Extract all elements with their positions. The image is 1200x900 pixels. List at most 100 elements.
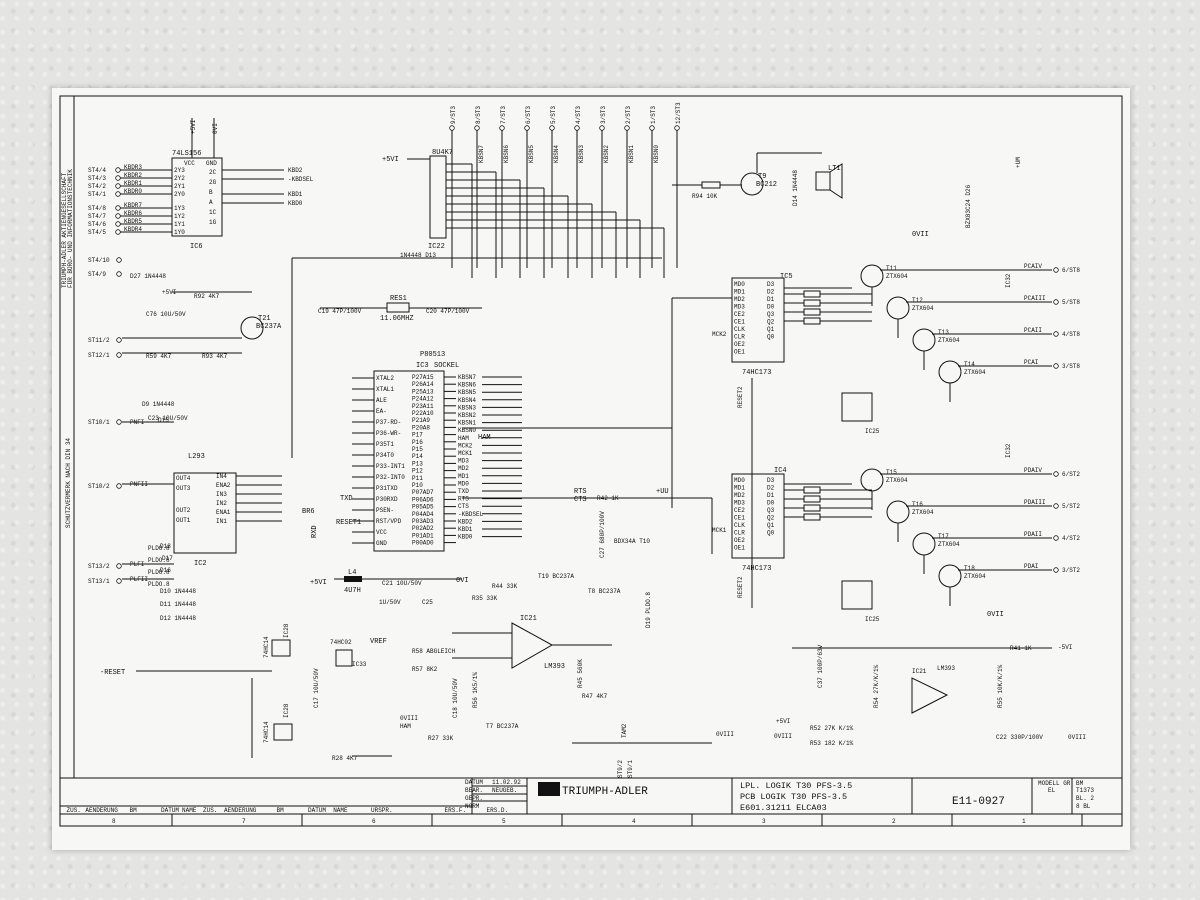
ic32-bot: IC32 bbox=[1005, 443, 1012, 458]
t21-c76: C76 10U/50V bbox=[146, 311, 186, 318]
transistor-connector-label: 4/ST8 bbox=[1062, 331, 1080, 338]
register-pin: CE1 bbox=[734, 319, 745, 326]
ic3-right-pin: P23A11 bbox=[412, 403, 434, 410]
top-connector-label: 4/ST3 bbox=[575, 106, 582, 124]
ic3-left-pin: P35T1 bbox=[376, 441, 394, 448]
st-connector-label: ST13/2 bbox=[88, 563, 110, 570]
ham-net: HAM bbox=[478, 434, 491, 442]
tb-bm-val: T1373 bbox=[1076, 787, 1094, 794]
ic3-net-label: TXD bbox=[458, 488, 469, 495]
ic3-left-pin: P36-WR- bbox=[376, 430, 401, 437]
ic2-diode: D12 1N4448 bbox=[160, 615, 196, 622]
register-pin: D2 bbox=[767, 485, 775, 492]
transistor-t9: T9 BC212 R94 10K LT1 D14 1N4448 bbox=[672, 152, 843, 206]
r57-label: R57 8K2 bbox=[412, 666, 438, 673]
ic3-right-pin: P26A14 bbox=[412, 381, 434, 388]
tb-row-label: AENDERUNG bbox=[224, 807, 257, 814]
register-pin: Q3 bbox=[767, 507, 775, 514]
connector-pin bbox=[115, 221, 121, 227]
ic6-in-label: KBDR2 bbox=[124, 172, 142, 179]
connector-label: ST4/4 bbox=[88, 167, 106, 174]
connector-pin bbox=[115, 175, 121, 181]
gnd-ii-label-bot: 0VII bbox=[987, 611, 1004, 619]
register-resistor bbox=[803, 299, 821, 307]
ic2-ref: IC2 bbox=[194, 560, 207, 568]
transistor-connector-label: 3/ST8 bbox=[1062, 363, 1080, 370]
register-resistor bbox=[803, 308, 821, 316]
margin-subtitle: FÜR BÜRO- UND INFORMATIONSTECHNIK bbox=[67, 169, 74, 288]
r45-label: R45 560K bbox=[577, 659, 584, 688]
transistor-array-bottom: T15ZTX604PDAIV6/ST2T16ZTX604PDAIII5/ST2T… bbox=[860, 467, 1080, 606]
schematic-sheet: TRIUMPH-ADLER AKTIENGESELLSCHAFT FÜR BÜR… bbox=[52, 88, 1130, 850]
st9-1-label: ST9/1 bbox=[627, 760, 634, 778]
c18-label: C18 10U/50V bbox=[452, 678, 459, 718]
ic3-net-label: RTS bbox=[458, 496, 469, 503]
register-pin: D1 bbox=[767, 492, 775, 499]
ic5-part: 74HC173 bbox=[742, 369, 771, 377]
tb-column-number: 2 bbox=[892, 818, 896, 825]
transistor-connector-label: 3/ST2 bbox=[1062, 567, 1080, 574]
ic3-ref: IC3 bbox=[416, 362, 429, 370]
ic2-pldo: PLDO.8 bbox=[148, 545, 170, 552]
register-pin: Q1 bbox=[767, 326, 775, 333]
diode-d26: BZX83C24 D26 bbox=[965, 184, 972, 228]
register-pin: D1 bbox=[767, 296, 775, 303]
ic6-in-label: KBDR5 bbox=[124, 218, 142, 225]
res1-c20: C20 47P/100V bbox=[426, 308, 470, 315]
ic3-right-pin: P07AD7 bbox=[412, 489, 434, 496]
ic5-ref: IC5 bbox=[780, 273, 793, 281]
register-pin: MD3 bbox=[734, 500, 745, 507]
ic3-left-pin: P34T0 bbox=[376, 452, 394, 459]
transistor-part: ZTX604 bbox=[886, 477, 908, 484]
kbsn-label: KBSN4 bbox=[553, 145, 560, 163]
ic4-register: 74HC173 IC4 MD0MD1MD2MD3CE2CE1CLKCLROE2O… bbox=[712, 467, 872, 573]
tb-datum-label: DATUM bbox=[465, 779, 483, 786]
ic25-top-label: IC25 bbox=[865, 428, 880, 435]
c21-label: C21 10U/50V bbox=[382, 580, 422, 587]
connector-pin bbox=[115, 167, 121, 173]
ic3-part: P80513 bbox=[420, 351, 445, 359]
ic6-pin: 1G bbox=[209, 219, 217, 226]
ic3-right-pin: P03AD3 bbox=[412, 518, 434, 525]
tb-bm-label: BM bbox=[1076, 780, 1084, 787]
transistor-ref: T13 bbox=[938, 329, 949, 336]
register-pin: D0 bbox=[767, 500, 775, 507]
connector-label: ST4/6 bbox=[88, 221, 106, 228]
transistor-part: ZTX604 bbox=[964, 369, 986, 376]
ic2-c23: C23 10U/50V bbox=[148, 415, 188, 422]
transistor-connector-label: 5/ST2 bbox=[1062, 503, 1080, 510]
tb-row-label: ERS.D. bbox=[487, 807, 509, 814]
transistor-connector bbox=[1053, 567, 1059, 573]
right-analog: IC21 LM393 R41 1K -5VI +5VI 0VIII R52 27… bbox=[774, 644, 1086, 747]
tb-drawing-no: E11-0927 bbox=[952, 796, 1005, 808]
ic3-net-label: MD3 bbox=[458, 458, 469, 465]
n5v-label: -5VI bbox=[1058, 644, 1072, 651]
transistor-symbol bbox=[860, 264, 884, 288]
transistor-connector bbox=[1053, 471, 1059, 477]
t21-r59: R59 4K7 bbox=[146, 353, 172, 360]
top-connector-label: 7/ST3 bbox=[500, 106, 507, 124]
t21-r93: R93 4K7 bbox=[202, 353, 228, 360]
ic6-in-label: KBDR7 bbox=[124, 202, 142, 209]
r27-label: R27 33K bbox=[428, 735, 454, 742]
ic3-net-label: MCK1 bbox=[458, 450, 473, 457]
tb-row-label: BM bbox=[130, 807, 138, 814]
ic21-label: IC21 bbox=[520, 615, 537, 623]
tb-column-number: 5 bbox=[502, 818, 506, 825]
ic6-vcc-net: +5VI bbox=[190, 120, 197, 134]
tam2-label: TAM2 bbox=[621, 723, 628, 738]
transistor-connector bbox=[1053, 503, 1059, 509]
connector-pin bbox=[115, 191, 121, 197]
top-connector-pin bbox=[674, 125, 680, 131]
tb-row-label: ZUS. bbox=[203, 807, 217, 814]
ic3-right-pin: P25A13 bbox=[412, 388, 434, 395]
register-resistor bbox=[803, 317, 821, 325]
top-connector-pin bbox=[474, 125, 480, 131]
lm393-label: LM393 bbox=[544, 663, 565, 671]
ic3-net-label: MD2 bbox=[458, 465, 469, 472]
transistor-part: ZTX604 bbox=[938, 337, 960, 344]
r44-label: R44 33K bbox=[492, 583, 518, 590]
ic3-right-pin: P16 bbox=[412, 439, 423, 446]
ic6-pin: A bbox=[209, 199, 213, 206]
ic2-pin: IN4 bbox=[216, 473, 227, 480]
